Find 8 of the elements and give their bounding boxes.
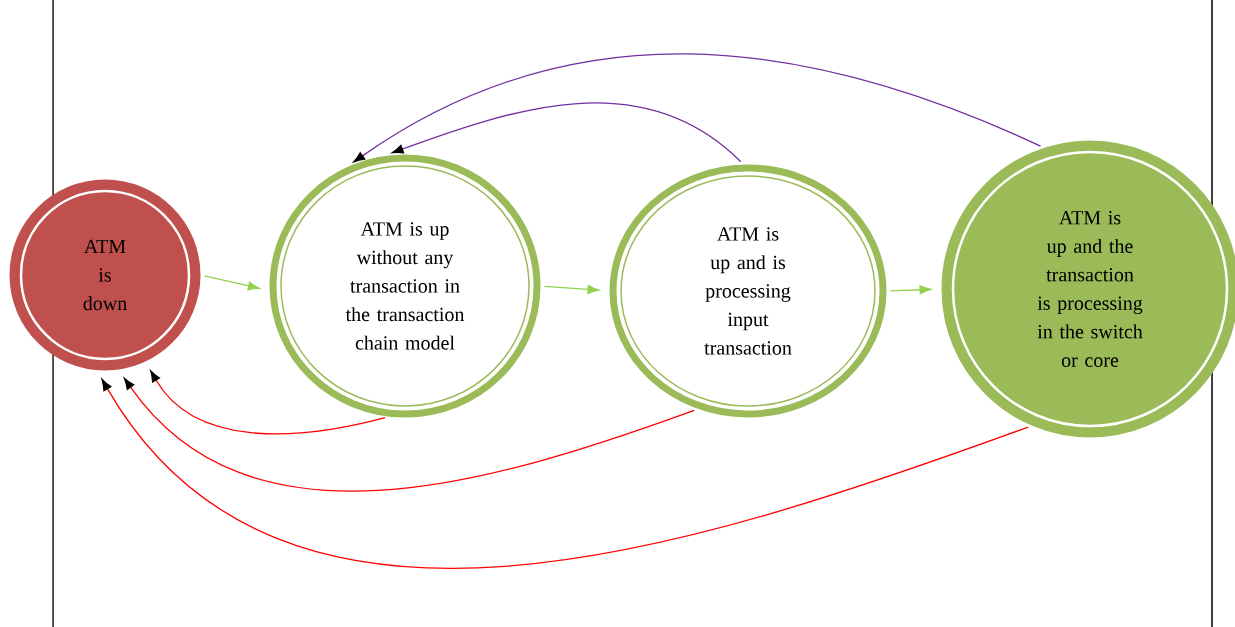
arrow	[889, 285, 932, 295]
arrow	[391, 102, 742, 163]
arrow	[543, 284, 600, 294]
arrow	[353, 53, 1042, 163]
arrow	[123, 377, 695, 492]
arrow	[150, 370, 386, 435]
arrow	[101, 378, 1029, 569]
arrow	[203, 275, 260, 291]
